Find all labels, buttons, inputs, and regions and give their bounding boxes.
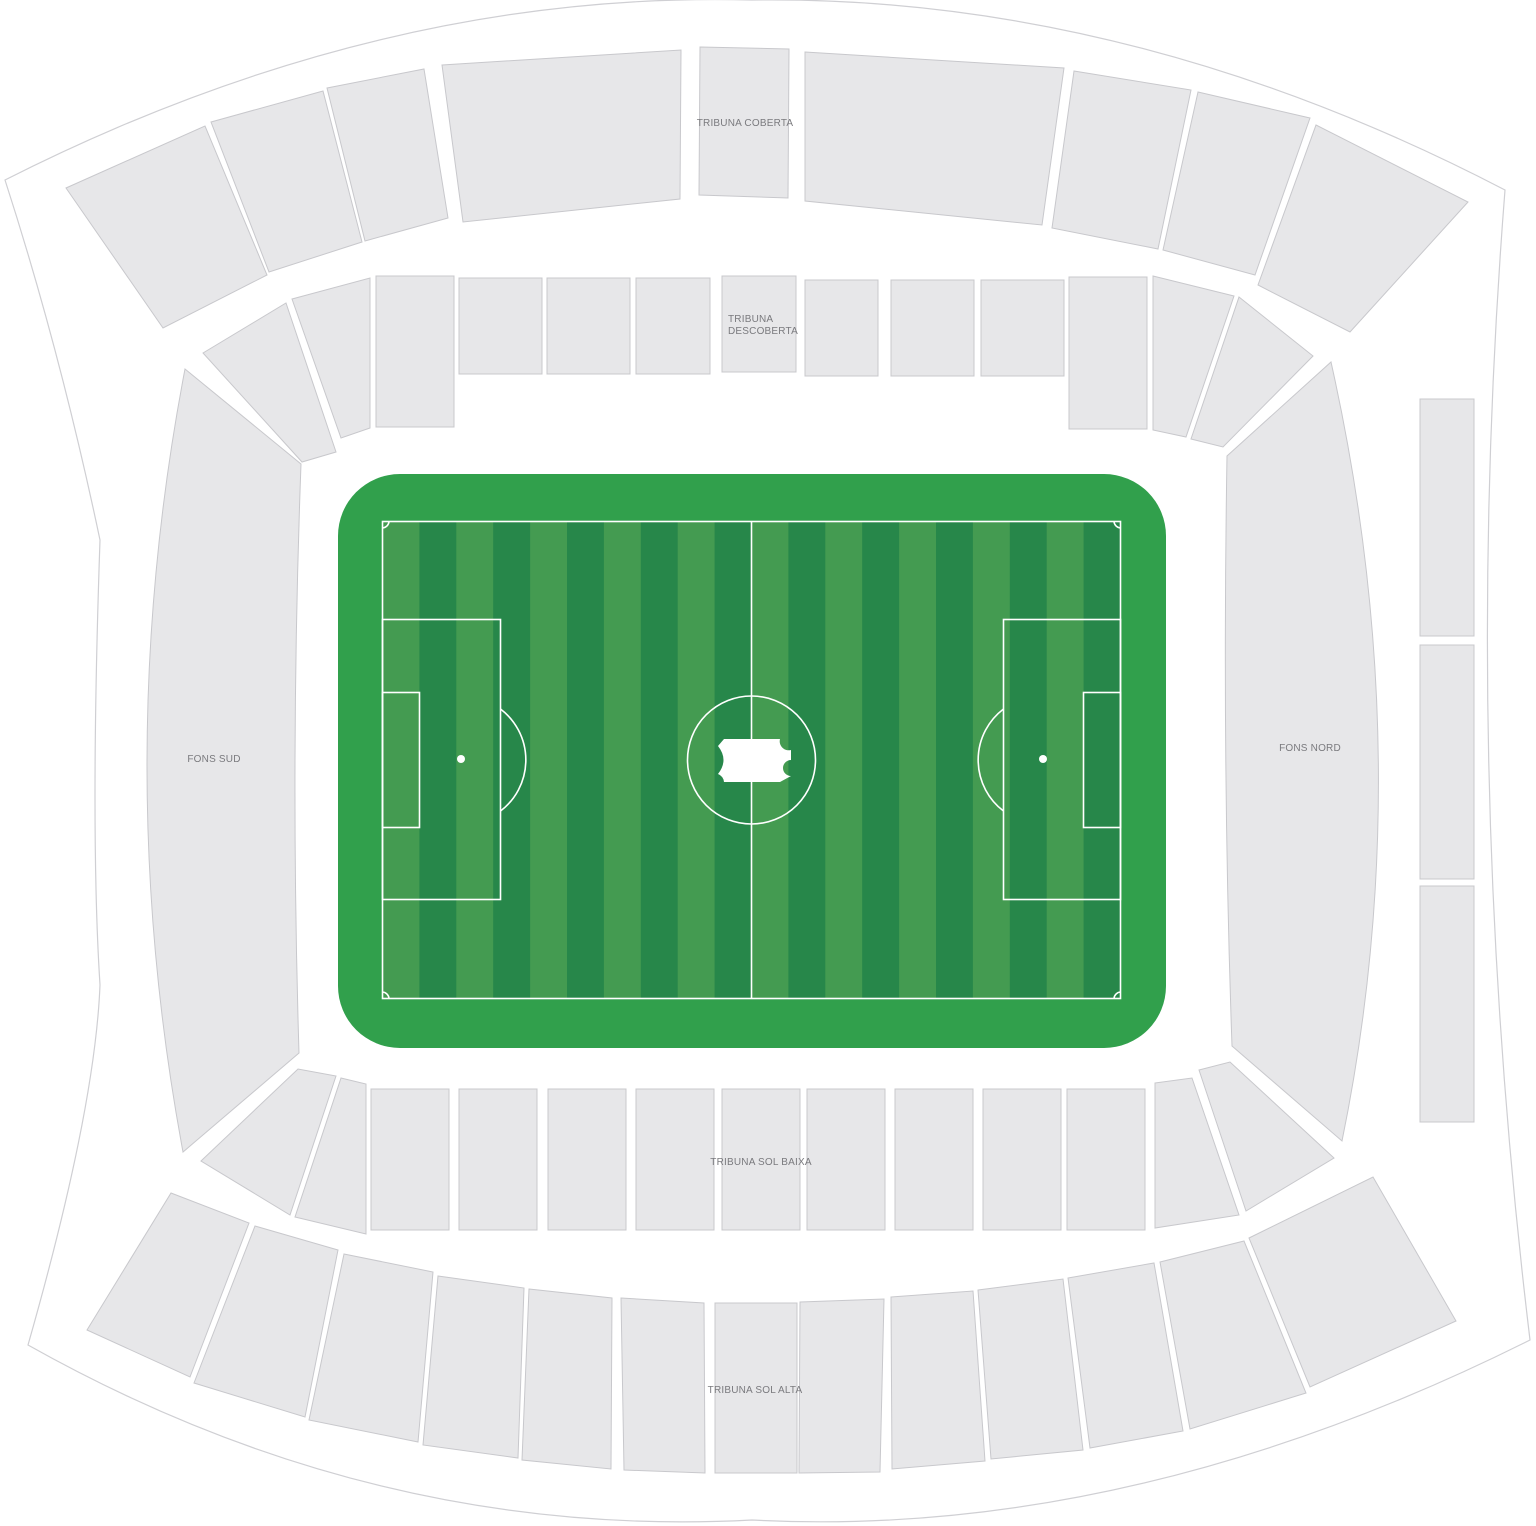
section-sol-baixa-10[interactable] [982,1088,1062,1231]
ticket-icon [718,739,791,782]
section-sol-baixa-1[interactable] [200,1068,337,1216]
left-goal-area [381,691,421,829]
section-descoberta-8[interactable] [804,279,879,377]
pitch-stripe [862,521,900,999]
pitch-stripe [603,521,642,999]
tribuna-descoberta [202,275,1314,463]
section-east-2[interactable] [1419,644,1475,880]
section-descoberta-11[interactable] [1068,276,1148,430]
pitch-stripe [640,521,679,999]
pitch-stripe [788,521,826,999]
section-sol-alta-1[interactable] [86,1192,250,1378]
label-tribuna-descoberta-line1: TRIBUNA [728,314,773,325]
section-sol-alta-3[interactable] [308,1253,434,1443]
section-descoberta-10[interactable] [980,279,1065,377]
pitch-stripe [530,521,568,999]
section-sol-baixa-9[interactable] [894,1088,974,1231]
section-descoberta-6[interactable] [635,277,711,375]
pitch-stripe [677,521,716,999]
corner-arc-top-right [1113,521,1121,529]
pitch-stripe [1046,521,1085,999]
section-sol-alta-4[interactable] [422,1275,525,1459]
pitch-markings [381,520,1122,1000]
section-east-3[interactable] [1419,885,1475,1123]
section-sol-alta-2[interactable] [193,1225,339,1418]
pitch-stripe [1083,521,1121,999]
section-sol-baixa-13[interactable] [1198,1061,1335,1212]
pitch-stripe [493,521,531,999]
tribuna-sol-alta [86,1176,1457,1474]
pitch-stripe [567,521,605,999]
section-coberta-8[interactable] [1162,91,1311,276]
section-descoberta-12[interactable] [1152,275,1235,438]
section-sol-baixa-8[interactable] [806,1088,886,1231]
section-coberta-3[interactable] [326,68,449,242]
pitch-stripes [382,521,1121,999]
section-sol-alta-12[interactable] [1159,1240,1307,1430]
section-coberta-2[interactable] [210,90,363,273]
section-coberta-4[interactable] [441,49,682,223]
pitch-stripe [382,521,420,999]
right-penalty-spot [1039,755,1047,763]
label-tribuna-sol-baixa: TRIBUNA SOL BAIXA [710,1157,812,1168]
left-penalty-spot [457,755,465,763]
section-sol-baixa-6[interactable] [635,1088,715,1231]
section-descoberta-4[interactable] [458,277,543,375]
tribuna-sol-baixa [200,1061,1335,1235]
pitch [338,474,1166,1048]
section-sol-baixa-7[interactable] [721,1088,801,1231]
section-sol-alta-5[interactable] [521,1288,613,1470]
section-descoberta-2[interactable] [291,277,371,439]
section-sol-alta-7[interactable] [714,1302,798,1474]
section-descoberta-5[interactable] [546,277,631,375]
section-coberta-6[interactable] [804,51,1065,226]
section-sol-baixa-3[interactable] [370,1088,450,1231]
corner-arc-bottom-left [382,991,390,999]
section-east-1[interactable] [1419,398,1475,637]
label-tribuna-descoberta-line2: DESCOBERTA [728,326,798,337]
section-sol-alta-11[interactable] [1067,1262,1184,1449]
east-side-blocks [1419,398,1475,1123]
tribuna-coberta [65,46,1469,333]
right-goal-area [1082,691,1122,829]
right-penalty-arc [977,708,1004,812]
left-penalty-arc [500,708,527,812]
section-sol-alta-9[interactable] [890,1290,986,1470]
label-tribuna-sol-alta: TRIBUNA SOL ALTA [708,1385,803,1396]
section-descoberta-13[interactable] [1190,296,1314,448]
section-descoberta-7[interactable] [721,275,797,373]
center-circle [686,695,817,825]
label-fons-nord: FONS NORD [1279,743,1341,754]
section-descoberta-1[interactable] [202,302,337,463]
section-sol-baixa-11[interactable] [1066,1088,1146,1231]
corner-arc-top-left [382,521,390,529]
section-coberta-5[interactable] [698,46,790,199]
pitch-stripe [899,521,937,999]
section-sol-alta-8[interactable] [798,1298,885,1474]
section-coberta-7[interactable] [1051,70,1192,250]
section-sol-alta-10[interactable] [977,1278,1084,1460]
label-fons-sud: FONS SUD [187,754,240,765]
section-sol-alta-13[interactable] [1248,1176,1457,1388]
section-sol-baixa-2[interactable] [294,1077,367,1235]
section-sol-alta-6[interactable] [620,1297,706,1474]
pitch-stripe [825,521,863,999]
section-sol-baixa-5[interactable] [547,1088,627,1231]
pitch-stripe [419,521,457,999]
section-coberta-9[interactable] [1257,124,1469,333]
label-tribuna-coberta: TRIBUNA COBERTA [697,118,794,129]
section-sol-baixa-4[interactable] [458,1088,538,1231]
section-descoberta-3[interactable] [375,275,455,428]
section-sol-baixa-12[interactable] [1154,1077,1240,1229]
corner-arc-bottom-right [1113,991,1121,999]
section-coberta-1[interactable] [65,125,268,329]
pitch-stripe [936,521,974,999]
section-descoberta-9[interactable] [890,279,975,377]
section-fons-nord[interactable] [1224,361,1379,1142]
section-fons-sud[interactable] [146,368,302,1153]
